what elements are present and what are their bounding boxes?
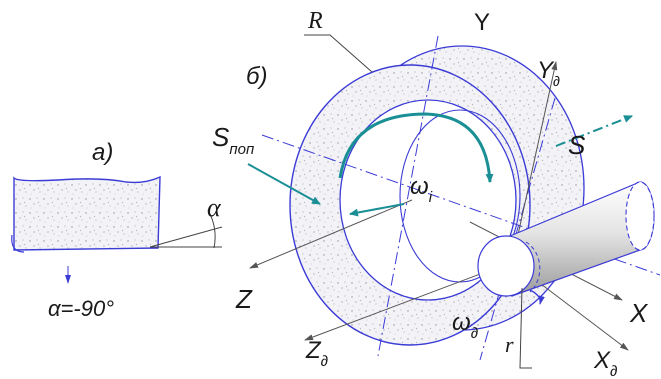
Yd-axis <box>511 61 558 263</box>
label-Zd-sub: ∂ <box>321 353 328 370</box>
panel-b: б) R <box>212 8 661 379</box>
label-omega-d-base: ω <box>452 309 471 336</box>
Yd-dash-line <box>479 97 556 361</box>
r-leader <box>519 287 532 369</box>
label-Xd: X∂ <box>593 347 617 379</box>
angle-arc <box>207 209 216 249</box>
label-omega-i: ωi <box>410 173 433 206</box>
workpiece-far-end <box>625 181 655 251</box>
Z-axis <box>249 199 413 269</box>
label-Zd: Z∂ <box>305 337 328 370</box>
label-omega-d: ω∂ <box>452 309 478 342</box>
label-omega-d-sub: ∂ <box>471 325 478 342</box>
feed-S-arrow <box>555 115 633 147</box>
label-Y: Y <box>474 9 490 36</box>
label-Spop-sub: поп <box>229 141 254 158</box>
workpiece-near-end <box>477 235 535 297</box>
R-leader <box>304 34 373 73</box>
wheel-bore <box>339 99 517 301</box>
wheel-vertical-axis <box>377 35 439 357</box>
wheel-rotation-arrow <box>338 112 494 183</box>
label-r: r <box>505 332 514 357</box>
angle-caption: α=-90° <box>48 296 114 321</box>
workpiece-contact-arc <box>525 241 541 293</box>
label-Zd-base: Z <box>305 337 322 364</box>
label-Yd: Y∂ <box>537 57 560 89</box>
feed-Spop-arrow <box>247 163 321 205</box>
label-Xd-base: X <box>593 347 611 374</box>
workpiece-axis <box>261 134 661 276</box>
label-omega-i-base: ω <box>410 173 429 200</box>
workpiece-rotation-arrow <box>529 289 545 305</box>
label-Spop-base: S <box>212 122 230 152</box>
Zd-axis <box>304 261 513 341</box>
panel-b-label: б) <box>246 63 268 90</box>
label-Yd-base: Y <box>537 57 555 84</box>
label-X: X <box>629 298 649 328</box>
label-Yd-sub: ∂ <box>553 73 560 89</box>
angle-tilt-line <box>149 226 223 248</box>
label-omega-i-sub: i <box>429 189 433 206</box>
label-Z: Z <box>235 284 253 314</box>
label-Spop: Sпоп <box>212 122 254 158</box>
panel-a: а) α α=-90° <box>11 139 223 321</box>
grinding-wheel-profile <box>13 175 161 251</box>
panel-a-label: а) <box>92 139 113 166</box>
omega-i-arrow <box>349 203 405 217</box>
label-R: R <box>307 8 323 34</box>
profile-corner <box>11 234 25 253</box>
label-Xd-sub: ∂ <box>610 363 617 379</box>
label-S: S <box>568 130 586 160</box>
angle-alpha-symbol: α <box>207 193 222 222</box>
